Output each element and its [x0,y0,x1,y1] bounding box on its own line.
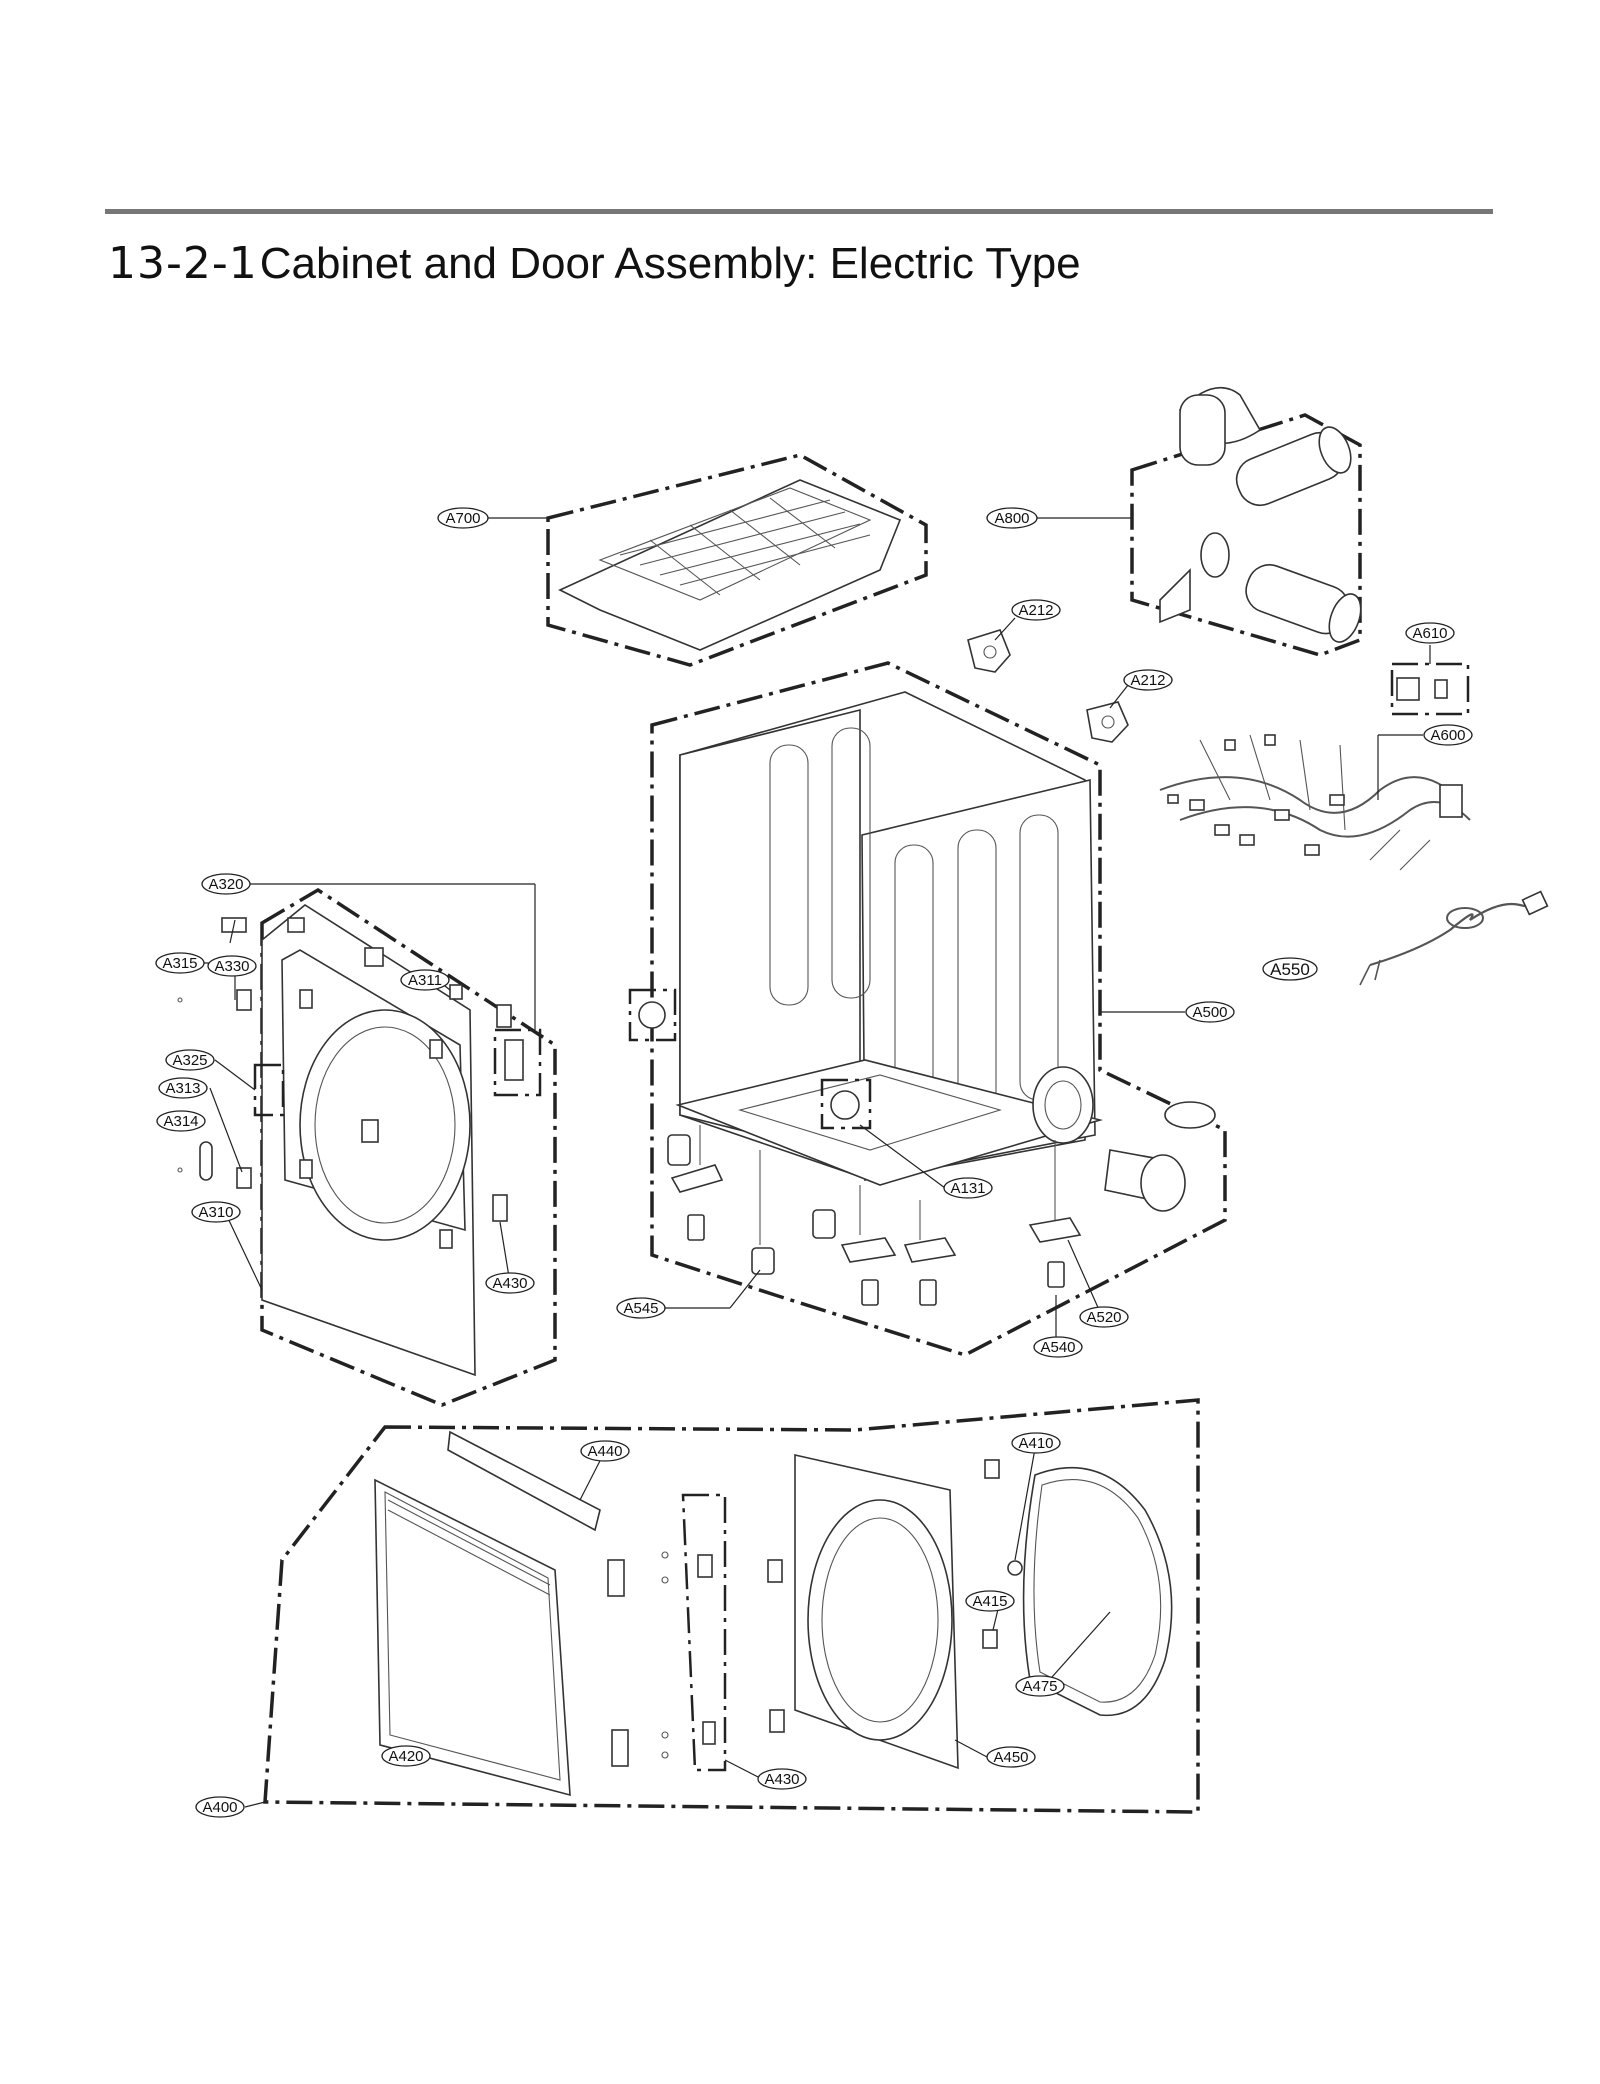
callout-label: A545 [623,1300,658,1317]
callout-A311: A311 [400,969,450,991]
wire-harness [1159,734,1471,871]
callout-label: A475 [1022,1678,1057,1695]
callout-label: A131 [950,1180,985,1197]
callout-label: A500 [1192,1004,1227,1021]
top-cover-group [546,453,928,667]
callout-label: A800 [994,510,1029,527]
callout-A410: A410 [1011,1432,1061,1454]
callout-label: A610 [1412,625,1447,642]
terminal-block-group [1390,662,1470,716]
callout-label: A700 [445,510,480,527]
callout-A430-lower: A430 [757,1768,807,1790]
callout-label: A600 [1430,727,1465,744]
callout-A700: A700 [437,507,489,529]
callout-label: A400 [202,1799,237,1816]
callout-A212-upper: A212 [1011,599,1061,621]
callout-A440: A440 [580,1440,630,1462]
callout-A500: A500 [1185,1001,1235,1023]
callout-label: A550 [1270,960,1310,979]
callout-A610: A610 [1405,622,1455,644]
callout-A600: A600 [1423,724,1473,746]
callout-A520: A520 [1079,1306,1129,1328]
callout-A212-lower: A212 [1123,669,1173,691]
callout-label: A430 [492,1275,527,1292]
exhaust-duct-group [1130,386,1362,657]
callout-A330: A330 [207,955,257,977]
callout-A800: A800 [986,507,1038,529]
callout-label: A450 [993,1749,1028,1766]
callout-A315: A315 [155,952,205,974]
callout-A313: A313 [158,1077,208,1099]
door-switch-parts [967,629,1129,743]
callout-label: A320 [208,876,243,893]
page-title: 13-2-1Cabinet and Door Assembly: Electri… [108,238,1081,289]
callout-label: A313 [165,1080,200,1097]
callout-A415: A415 [965,1590,1015,1612]
callout-A450: A450 [986,1746,1036,1768]
door-assembly-group [263,1398,1200,1814]
section-number: 13-2-1 [108,238,258,289]
callout-A400: A400 [195,1796,245,1818]
callout-label: A325 [172,1052,207,1069]
callout-label: A310 [198,1204,233,1221]
callout-label: A311 [408,972,442,989]
callout-label: A212 [1018,602,1053,619]
callout-label: A420 [388,1748,423,1765]
callout-label: A410 [1018,1435,1053,1452]
callout-A325: A325 [165,1049,215,1071]
callout-A545: A545 [616,1297,666,1319]
callout-label: A212 [1130,672,1165,689]
section-title: Cabinet and Door Assembly: Electric Type [259,239,1081,288]
callout-label: A540 [1040,1339,1075,1356]
callout-label: A430 [764,1771,799,1788]
cabinet-group [628,661,1227,1357]
callout-A310: A310 [191,1201,241,1223]
callout-label: A415 [972,1593,1007,1610]
callout-A320: A320 [201,873,251,895]
power-cord [1359,890,1549,986]
callout-A550: A550 [1262,957,1318,981]
callout-A540: A540 [1033,1336,1083,1358]
callout-A430-upper: A430 [485,1272,535,1294]
callout-label: A330 [214,958,249,975]
callout-A314: A314 [156,1110,206,1132]
title-rule [105,209,1493,214]
callout-label: A314 [163,1113,198,1130]
front-panel-group [177,887,557,1407]
callout-A131: A131 [943,1177,993,1199]
callout-label: A520 [1086,1309,1121,1326]
leader-lines [200,517,1431,1808]
callout-A475: A475 [1015,1675,1065,1697]
callout-A420: A420 [381,1745,431,1767]
callout-label: A440 [587,1443,622,1460]
callout-label: A315 [162,955,197,972]
